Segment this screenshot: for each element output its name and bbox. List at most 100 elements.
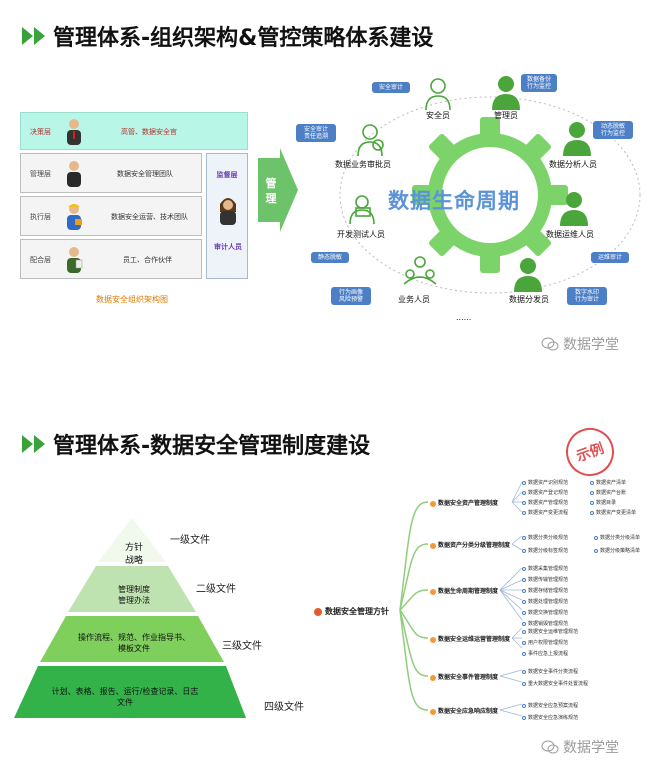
tag-ops: 运维审计 (591, 252, 629, 263)
lifecycle-center-text: 数据生命周期 (388, 189, 520, 213)
leaf-label: 数据资产变更流程 (528, 510, 569, 516)
mindmap-leaf: 数据传输管理规范 (522, 576, 568, 583)
leaf-label: 数据资产登记规范 (528, 490, 569, 496)
org-row-label: 管理层 (30, 170, 51, 178)
mindmap-branch: 数据资产分类分级管理制度 (430, 540, 510, 549)
mindmap-leaf: 重大数据安全事件处置流程 (522, 680, 588, 687)
pyramid-tier-2-text: 管理制度 管理办法 (118, 585, 150, 605)
mindmap-leaf: 数据分级标签规范 (522, 547, 568, 554)
person-icon (67, 119, 81, 145)
org-row-execution: 执行层 数据安全运营、技术团队 (20, 196, 202, 236)
leaf-label: 数据存储管理规范 (528, 588, 569, 594)
mindmap-leaf: 数据资产变更清单 (590, 509, 636, 516)
mindmap-leaf: 数据安全事件分类流程 (522, 668, 578, 675)
mindmap-leaf: 数据安全运维管理规范 (522, 628, 578, 635)
role-analyst: 数据分析人员 (549, 160, 597, 169)
mindmap-leaf: 用户权限管理规范 (522, 639, 568, 646)
pyramid-tier-3 (40, 616, 224, 662)
dotted-ring (339, 96, 641, 294)
leaf-label: 数据分级策略清单 (600, 548, 641, 554)
mindmap-leaf: 数据安全应急演练规范 (522, 714, 578, 721)
mindmap-leaf: 数据安全应急预案流程 (522, 702, 578, 709)
leaf-label: 重大数据安全事件处置流程 (528, 681, 589, 687)
level-4-label: 四级文件 (264, 702, 304, 713)
mindmap-root: 数据安全管理方针 (314, 606, 389, 617)
approver-person-icon (357, 124, 384, 157)
double-arrow-icon (22, 435, 45, 453)
org-row-text: 数据安全管理团队 (117, 170, 173, 178)
mindmap-branch: 数据安全应急响应制度 (430, 706, 498, 715)
mindmap-leaf: 事件应急上报流程 (522, 650, 568, 657)
pyramid-tier-2 (68, 566, 196, 612)
role-approver: 数据业务审批员 (335, 160, 391, 169)
leaf-label: 数据采集管理规范 (528, 566, 569, 572)
mindmap-leaf: 数据交换管理规范 (522, 609, 568, 616)
mindmap-leaf: 数据资产识别规范 (522, 479, 568, 486)
mindmap-lines (399, 481, 523, 717)
branch-label: 数据安全运维运营管理制度 (438, 636, 511, 643)
leaf-label: 数据资产管理规范 (528, 500, 569, 506)
org-row-text: 员工、合作伙伴 (123, 256, 172, 264)
org-chart-caption: 数据安全组织架构图 (96, 295, 168, 304)
lifecycle-diagram (339, 76, 641, 294)
arrow-label: 管理 (265, 177, 277, 205)
mindmap-leaf: 数据采集管理规范 (522, 565, 568, 572)
org-row-text: 高管、数据安全官 (121, 128, 177, 136)
leaf-label: 数据资产变更清单 (596, 510, 637, 516)
tag-analyst: 动态脱敏 行为监控 (593, 121, 633, 139)
analyst-person-icon (563, 122, 591, 156)
leaf-label: 数据分类分级规范 (528, 535, 569, 541)
more-ellipsis: ...... (456, 313, 472, 322)
tag-approver: 安全审计 责任追溯 (296, 124, 336, 142)
tag-business: 行为画像 风险预警 (331, 287, 371, 305)
leaf-label: 事件应急上报流程 (528, 651, 569, 657)
pyramid-tier-4-text: 计划、表格、报告、运行/检查记录、日志 文件 (51, 687, 199, 707)
gear-icon (412, 117, 568, 273)
mindmap-leaf: 数据资产台账 (590, 489, 626, 496)
pyramid-tier-4 (14, 666, 246, 718)
watermark-2: 数据学堂 (541, 737, 619, 757)
role-business: 业务人员 (398, 295, 430, 304)
leaf-label: 数据安全运维管理规范 (528, 629, 579, 635)
section1-title: 管理体系-组织架构&管控策略体系建设 (53, 26, 434, 51)
double-arrow-icon (22, 27, 45, 45)
document-pyramid (14, 518, 246, 718)
mindmap-leaf: 数据资产管理规范 (522, 499, 568, 506)
tester-person-icon (349, 195, 375, 225)
mindmap-root-label: 数据安全管理方针 (325, 607, 389, 616)
level-1-label: 一级文件 (170, 535, 210, 546)
person-icon (67, 161, 81, 187)
section2-heading: 管理体系-数据安全管理制度建设 (22, 428, 370, 460)
org-side-box: 监督层 审计人员 (206, 153, 248, 279)
mindmap-branch: 数据生命周期管理制度 (430, 586, 498, 595)
leaf-label: 数据安全应急演练规范 (528, 715, 579, 721)
mindmap-leaf: 数据资产清单 (590, 479, 626, 486)
business-group-icon (403, 256, 437, 285)
tag-distributor: 数字水印 行为审计 (567, 287, 607, 305)
ops-person-icon (560, 192, 588, 226)
leaf-label: 数据交换管理规范 (528, 610, 569, 616)
pyramid-tier-3-text: 操作流程、规范、作业指导书、 模板文件 (78, 633, 190, 653)
mindmap-leaf: 数据销毁管理规范 (522, 620, 568, 627)
mindmap-leaf: 数据资产登记规范 (522, 489, 568, 496)
mindmap-leaf: 数据分类分级清单 (594, 534, 640, 541)
org-row-text: 数据安全运营、技术团队 (111, 213, 188, 221)
stamp-text: 示例 (574, 440, 607, 466)
branch-label: 数据生命周期管理制度 (438, 588, 499, 595)
manager-person-icon (492, 76, 520, 110)
mindmap-leaf: 数据目录 (590, 499, 616, 506)
leaf-label: 数据分级标签规范 (528, 548, 569, 554)
tag-security-audit: 安全审计 (372, 82, 410, 93)
org-side-top-label: 监督层 (216, 171, 238, 179)
tag-manager: 数据备份 行为监控 (521, 74, 557, 92)
role-tester: 开发测试人员 (337, 230, 385, 239)
mindmap-leaf: 数据分类分级规范 (522, 534, 568, 541)
org-row-label: 决策层 (30, 128, 51, 136)
org-side-bottom-label: 审计人员 (214, 243, 242, 251)
tag-tester: 静态脱敏 (311, 252, 349, 263)
leaf-label: 数据分类分级清单 (600, 535, 641, 541)
mindmap-branch: 数据安全资产管理制度 (430, 498, 498, 507)
branch-label: 数据安全资产管理制度 (438, 500, 499, 507)
wechat-icon (541, 337, 559, 351)
org-row-management: 管理层 数据安全管理团队 (20, 153, 202, 193)
